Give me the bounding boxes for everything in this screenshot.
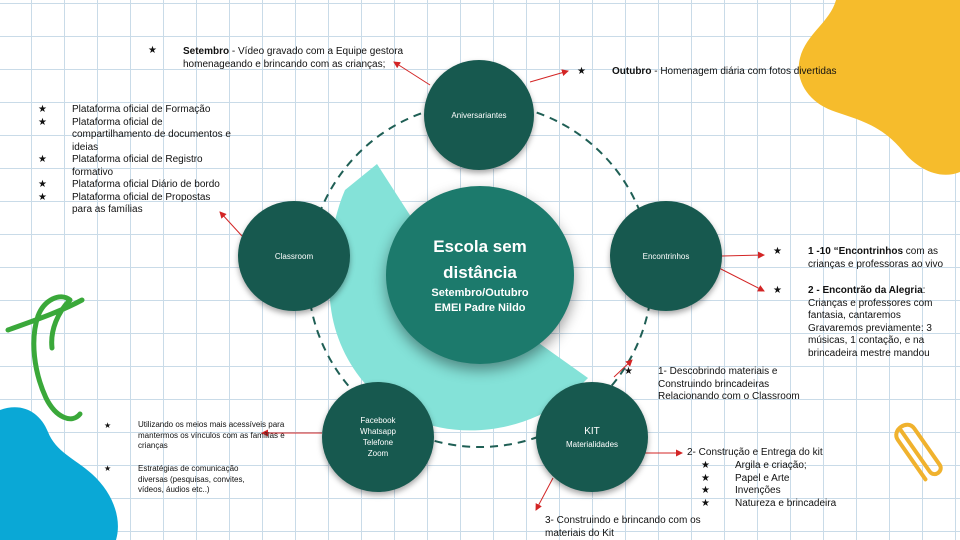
list-item: ★ Plataforma oficial Diário de bordo — [38, 179, 248, 192]
blue-blob — [0, 407, 118, 540]
bullet-star-icon: ★ — [773, 285, 782, 296]
note-outubro-text: - Homenagem diária com fotos divertidas — [651, 66, 837, 77]
note-setembro-label: Setembro — [183, 46, 230, 57]
classroom-item-3: Plataforma oficial de Registro formativo — [72, 154, 203, 178]
kit-item-2: Papel e Arte — [735, 472, 790, 484]
note-encontrinhos-2-bold: 2 - Encontrão da Alegria — [808, 285, 923, 296]
center-title: Escola sem distância — [433, 237, 527, 282]
bullet-star-icon: ★ — [104, 464, 112, 473]
arrow-aniv-right — [529, 69, 569, 83]
note-encontrinhos-2-extra: Gravaremos previamente: 3 músicas, 1 con… — [808, 322, 932, 359]
bullet-star-icon: ★ — [38, 191, 47, 203]
note-comunicacao-2: Estratégias de comunicação diversas (pes… — [138, 464, 245, 494]
note-encontrinhos-1: 1 -10 “Encontrinhos com as crianças e pr… — [808, 246, 948, 271]
bullet-star-icon: ★ — [701, 472, 710, 484]
bullet-star-icon: ★ — [38, 179, 47, 190]
classroom-list: ★ Plataforma oficial de Formação ★ Plata… — [38, 104, 248, 217]
arrow-kit-3 — [535, 477, 554, 511]
note-encontrinhos-1-bold: 1 -10 “Encontrinhos — [808, 246, 904, 257]
node-comunicacao-zoom: Zoom — [367, 449, 389, 458]
yellow-blob — [798, 0, 960, 175]
node-aniversariantes: Aniversariantes — [424, 60, 534, 170]
arrow-encontrinhos-1 — [721, 251, 765, 259]
arrow-aniv-left — [393, 61, 431, 86]
node-kit-title: KIT — [584, 425, 600, 437]
list-item: ★ Natureza e brincadeira — [701, 498, 861, 511]
note-comunicacao-1: Utilizando os meios mais acessíveis para… — [138, 420, 285, 450]
note-outubro: Outubro - Homenagem diária com fotos div… — [612, 66, 882, 79]
list-item: ★ Invenções — [701, 485, 861, 498]
classroom-item-2: Plataforma oficial de compartilhamento d… — [72, 116, 231, 153]
list-item: ★ Plataforma oficial de Formação — [38, 104, 248, 117]
list-item: ★ Plataforma oficial de Registro formati… — [38, 154, 222, 179]
note-setembro: Setembro - Vídeo gravado com a Equipe ge… — [183, 46, 428, 71]
node-comunicacao-whatsapp: Whatsapp — [359, 427, 397, 436]
bullet-star-icon: ★ — [577, 66, 586, 77]
kit-item-3: Invenções — [735, 485, 781, 496]
bullet-star-icon: ★ — [624, 366, 633, 377]
note-kit-step3: 3- Construindo e brincando com os materi… — [545, 515, 701, 539]
node-encontrinhos: Encontrinhos — [610, 201, 722, 311]
node-comunicacao-telefone: Telefone — [362, 438, 394, 447]
node-aniversariantes-label: Aniversariantes — [451, 110, 507, 120]
node-classroom-label: Classroom — [274, 251, 314, 261]
bullet-star-icon: ★ — [104, 421, 112, 430]
note-outubro-label: Outubro — [612, 66, 652, 77]
bullet-star-icon: ★ — [701, 460, 710, 471]
classroom-item-5: Plataforma oficial de Propostas para as … — [72, 191, 211, 216]
green-squiggle-icon — [5, 294, 85, 422]
node-comunicacao-facebook: Facebook — [360, 416, 396, 425]
note-kit-step2: 2- Construção e Entrega do kit — [687, 447, 823, 458]
arrow-classroom — [219, 211, 243, 237]
note-kit-step1: 1- Descobrindo materiais e Construindo b… — [658, 366, 800, 402]
center-subtitle-period: Setembro/Outubro — [431, 287, 529, 299]
bullet-star-icon: ★ — [38, 116, 47, 128]
kit-step2-list: ★ Argila e criação; ★ Papel e Arte ★ Inv… — [701, 460, 861, 510]
classroom-item-4: Plataforma oficial Diário de bordo — [72, 179, 220, 190]
node-kit-subtitle: Materialidades — [565, 439, 619, 449]
note-setembro-text: - Vídeo gravado com a Equipe gestora hom… — [183, 46, 404, 70]
paperclip-icon — [894, 422, 943, 482]
list-item: ★ Argila e criação; — [701, 460, 861, 473]
bullet-star-icon: ★ — [148, 45, 157, 56]
node-kit: KIT Materialidades — [536, 382, 648, 492]
arrow-encontrinhos-2 — [716, 266, 765, 292]
node-classroom: Classroom — [238, 201, 350, 311]
bullet-star-icon: ★ — [773, 246, 782, 257]
center-node: Escola sem distância Setembro/Outubro EM… — [386, 186, 574, 364]
bullet-star-icon: ★ — [38, 104, 47, 115]
classroom-item-1: Plataforma oficial de Formação — [72, 104, 211, 115]
note-encontrinhos-1-text: com as crianças e professoras ao vivo — [808, 246, 944, 270]
bullet-star-icon: ★ — [701, 485, 710, 496]
list-item: ★ Plataforma oficial de Propostas para a… — [38, 192, 232, 217]
kit-item-4: Natureza e brincadeira — [735, 497, 837, 509]
node-encontrinhos-label: Encontrinhos — [642, 251, 690, 261]
bullet-star-icon: ★ — [38, 154, 47, 165]
kit-item-1: Argila e criação; — [735, 460, 807, 471]
note-encontrinhos-2-text: : Crianças e professores com fantasia, c… — [808, 285, 933, 321]
bullet-star-icon: ★ — [701, 497, 710, 509]
center-subtitle-school: EMEI Padre Nildo — [434, 302, 526, 314]
arrow-kit-1 — [613, 359, 633, 378]
list-item: ★ Papel e Arte — [701, 473, 861, 486]
node-comunicacao: Facebook Whatsapp Telefone Zoom — [322, 382, 434, 492]
list-item: ★ Plataforma oficial de compartilhamento… — [38, 117, 242, 155]
note-encontrinhos-2: 2 - Encontrão da Alegria: Crianças e pro… — [808, 285, 953, 360]
